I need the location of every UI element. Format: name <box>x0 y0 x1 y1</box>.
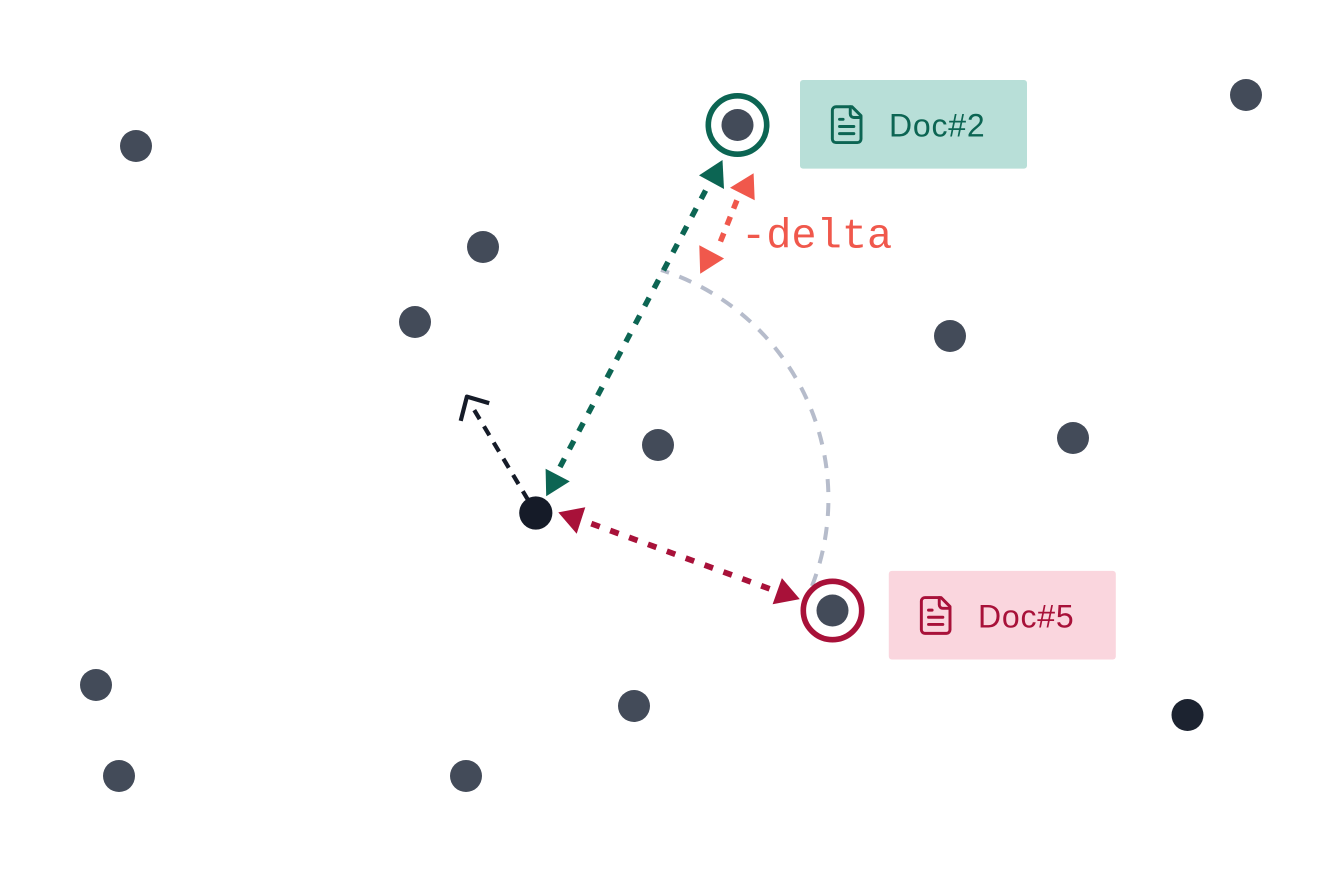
svg-text:Doc#2: Doc#2 <box>889 108 986 144</box>
svg-text:Doc#5: Doc#5 <box>978 599 1075 635</box>
svg-text:-delta: -delta <box>741 213 892 261</box>
